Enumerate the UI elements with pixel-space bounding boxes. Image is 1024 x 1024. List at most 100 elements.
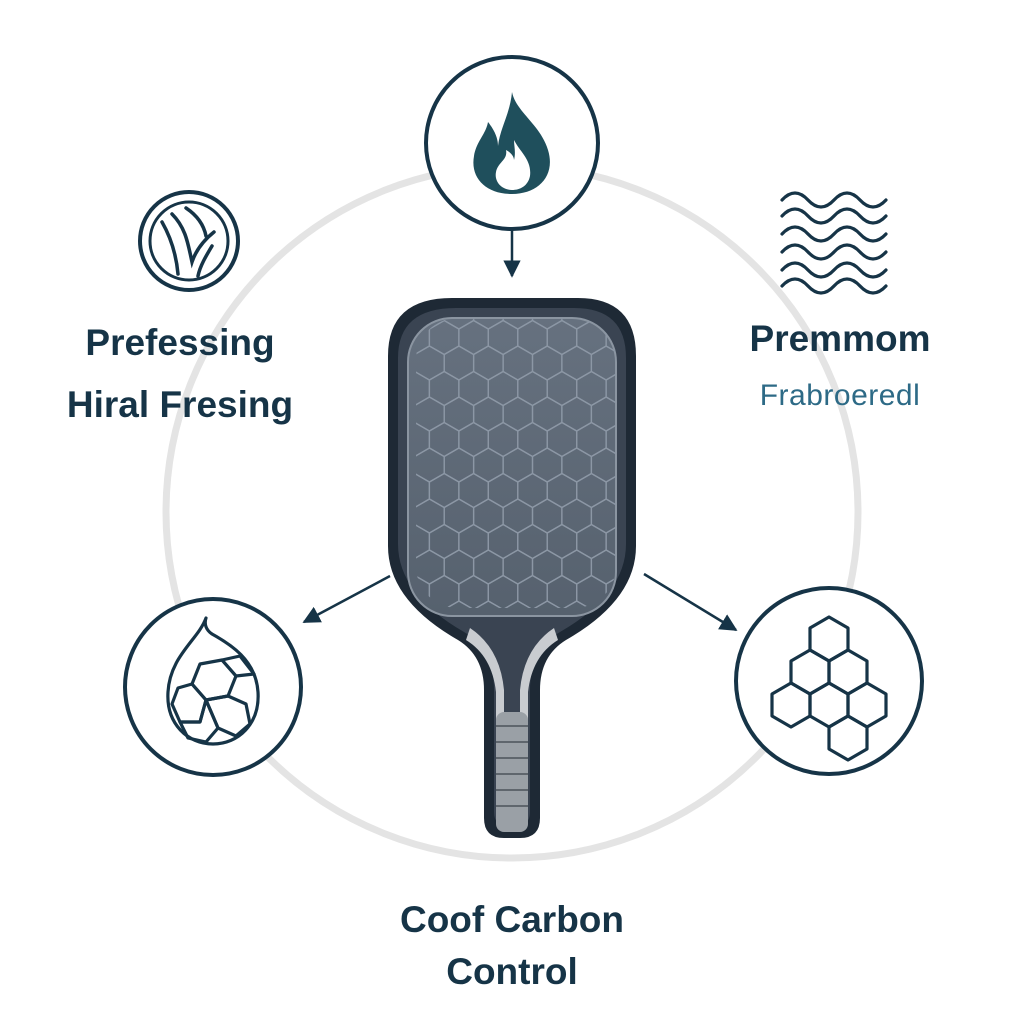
bottom-label: Coof Carbon Control xyxy=(362,894,662,998)
left-label: Prefessing Hiral Fresing xyxy=(40,312,320,436)
paddle-hex-cell xyxy=(429,729,459,763)
paddle-hex-cell xyxy=(444,754,473,788)
paddle-hex-cell xyxy=(562,703,592,737)
paddle-hex-cell xyxy=(650,703,679,737)
fiber-emblem-icon xyxy=(138,190,240,292)
left-label-line2: Hiral Fresing xyxy=(66,384,294,425)
left-label-line1: Prefessing xyxy=(85,322,275,363)
paddle-hex-cell xyxy=(636,372,665,406)
arrow-left xyxy=(302,574,391,624)
paddle-hex-cell xyxy=(400,729,429,763)
paddle-hex-cell xyxy=(605,421,616,458)
paddle-hex-cell xyxy=(415,703,445,737)
paddle-hex-cell xyxy=(605,574,616,608)
paddle-hex-cell xyxy=(444,805,473,839)
paddle-hex-cell xyxy=(605,370,616,407)
honeycomb-node xyxy=(734,586,924,776)
paddle-hex-cell xyxy=(665,831,694,865)
paddle-hex-cell xyxy=(444,652,473,686)
paddle-hex-cell xyxy=(547,831,577,865)
paddle-hex-cell xyxy=(562,805,592,839)
paddle-hex-cell xyxy=(636,780,665,814)
paddle-hex-cell xyxy=(621,703,651,737)
flame-node xyxy=(424,55,600,231)
paddle-hex-cell xyxy=(636,321,665,355)
bottom-label-line1: Coof Carbon xyxy=(399,899,625,940)
paddle-hex-cell xyxy=(562,652,592,686)
paddle-hex-cell xyxy=(400,627,429,661)
paddle-hex-cell xyxy=(650,346,679,380)
paddle-hex-cell xyxy=(415,652,445,686)
paddle-hex-cell xyxy=(650,754,679,788)
paddle-hex-cell xyxy=(459,729,488,763)
paddle-hex-cell xyxy=(547,729,577,763)
paddle-hex-cell xyxy=(547,678,577,712)
pickleball-paddle-icon xyxy=(385,295,694,865)
paddle-hex-cell xyxy=(605,472,616,509)
grip-wraps xyxy=(496,725,528,807)
paddle-hex-cell xyxy=(606,678,636,712)
paddle-hex-cell xyxy=(606,780,636,814)
paddle-hex-cell xyxy=(385,601,414,635)
paddle-hex-cell xyxy=(650,550,679,584)
paddle-hex-cell xyxy=(577,780,606,814)
paddle-hex-cell xyxy=(577,678,606,712)
paddle-hex-cell xyxy=(415,805,445,839)
paddle-hex-cell xyxy=(665,372,694,406)
paddle-hex-cell xyxy=(665,423,694,457)
arrow-right xyxy=(643,572,738,632)
paddle-hex-cell xyxy=(665,321,694,355)
paddle-hex-cell xyxy=(636,729,665,763)
paddle-hex-cell xyxy=(665,525,694,559)
flame-icon xyxy=(473,92,550,194)
paddle-hex-cell xyxy=(562,754,592,788)
bottom-label-line2: Control xyxy=(446,951,578,992)
paddle-hex-cell xyxy=(385,703,414,737)
paddle-hex-cell xyxy=(577,729,606,763)
drop-hexagon-icon xyxy=(166,616,260,746)
paddle-hex-cell xyxy=(621,754,651,788)
paddle-hex-cell xyxy=(650,601,679,635)
paddle-hex-cell xyxy=(650,397,679,431)
paddle-hex-cell xyxy=(636,525,665,559)
drop-hexagon-node xyxy=(123,597,303,777)
paddle-hex-cell xyxy=(636,576,665,610)
paddle-hex-cell xyxy=(577,627,606,661)
paddle-hex-cell xyxy=(650,499,679,533)
paddle-hex-cell xyxy=(650,448,679,482)
paddle-hex-cell xyxy=(665,678,694,712)
paddle-hex-cell xyxy=(459,780,488,814)
paddle-hex-cell xyxy=(400,780,429,814)
paddle-hex-cell xyxy=(636,474,665,508)
paddle-hex-cell xyxy=(621,652,651,686)
paddle-hex-cell xyxy=(636,423,665,457)
wave-lines-icon xyxy=(780,191,888,295)
paddle-hex-cell xyxy=(636,678,665,712)
paddle-hex-cell xyxy=(591,652,620,686)
paddle-hex-cell xyxy=(400,678,429,712)
paddle-hex-cell xyxy=(665,576,694,610)
paddle-hex-cell xyxy=(605,523,616,560)
paddle-hex-cell xyxy=(591,754,620,788)
paddle-hex-cell xyxy=(415,754,445,788)
paddle-hex-cell xyxy=(429,780,459,814)
paddle-hex-cell xyxy=(385,754,414,788)
honeycomb-icon xyxy=(770,615,888,762)
paddle-hex-cell xyxy=(606,627,636,661)
paddle-hex-cell xyxy=(547,780,577,814)
paddle-hex-cell xyxy=(621,601,651,635)
paddle-hex-cell xyxy=(650,295,679,329)
right-label-title: Premmom xyxy=(749,318,931,359)
paddle-hex-cell xyxy=(591,805,620,839)
paddle-hex-cell xyxy=(665,474,694,508)
paddle-hex-cell xyxy=(636,627,665,661)
paddle-hex-cell xyxy=(591,703,620,737)
right-label-subtitle: Frabroeredl xyxy=(759,379,921,412)
paddle-hex-cell xyxy=(650,652,679,686)
paddle-hex-cell xyxy=(444,703,473,737)
paddle-hex-cell xyxy=(606,729,636,763)
paddle-hex-cell xyxy=(429,678,459,712)
paddle-hex-cell xyxy=(665,627,694,661)
